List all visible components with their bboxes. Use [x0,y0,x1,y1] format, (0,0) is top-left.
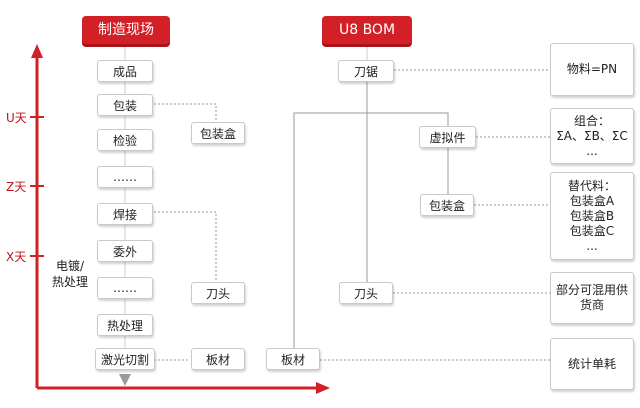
note-substitute-material: 替代料： 包装盒A 包装盒B 包装盒C ... [550,172,634,260]
side-label-line2: 热处理 [51,275,88,289]
bom-node-blade-head: 刀头 [339,282,393,304]
axis-level-x: X天 [6,250,27,264]
bom-node-virtual-part: 虚拟件 [419,126,476,148]
axis-level-u: U天 [6,111,27,125]
bom-node-saw: 刀锯 [338,60,394,82]
note-pn-line1: 物料=PN [566,62,618,76]
note-combo-line3: ... [586,143,598,158]
note-combination: 组合： ΣA、ΣB、ΣC ... [550,108,634,164]
site-part-plate: 板材 [191,348,245,370]
side-label-line1: 电镀/ [55,259,85,273]
y-axis-arrow [31,44,43,58]
site-part-packaging-box: 包装盒 [191,122,245,144]
site-part-blade-head: 刀头 [191,282,245,304]
x-axis-arrow [316,382,330,394]
process-step-packaging: 包装 [97,94,153,116]
note-substitute-line5: ... [586,238,598,253]
note-supplier-line2: 货商 [579,298,604,312]
note-combo-line2: ΣA、ΣB、ΣC [556,128,628,143]
bom-node-plate: 板材 [266,348,320,370]
note-supplier-line1: 部分可混用供 [555,283,628,297]
process-step-outsourcing: 委外 [97,240,153,262]
header-u8-bom: U8 BOM [322,16,412,44]
process-step-laser-cutting: 激光切割 [95,348,155,370]
process-step-welding: 焊接 [97,203,153,225]
note-substitute-line4: 包装盒C [569,223,615,238]
header-manufacturing-site: 制造现场 [82,16,170,44]
note-combo-line1: 组合： [573,113,610,128]
process-step-finished-product: 成品 [97,60,153,82]
process-down-arrow [119,374,131,386]
plating-heat-treatment-label: 电镀/ 热处理 [50,258,90,290]
note-mixable-suppliers: 部分可混用供 货商 [550,272,634,324]
axis-level-z: Z天 [6,180,27,194]
bom-node-packaging-box: 包装盒 [420,194,474,216]
process-step-heat-treatment: 热处理 [97,314,153,336]
process-step-ellipsis-2: …… [97,277,153,299]
process-step-inspection: 检验 [97,129,153,151]
note-substitute-line1: 替代料： [567,178,616,193]
note-consumption-line1: 统计单耗 [567,356,616,371]
note-unit-consumption: 统计单耗 [550,338,634,390]
note-substitute-line3: 包装盒B [569,208,615,223]
process-step-ellipsis-1: …… [97,166,153,188]
note-material-pn: 物料=PN [550,43,634,96]
note-substitute-line2: 包装盒A [569,193,615,208]
